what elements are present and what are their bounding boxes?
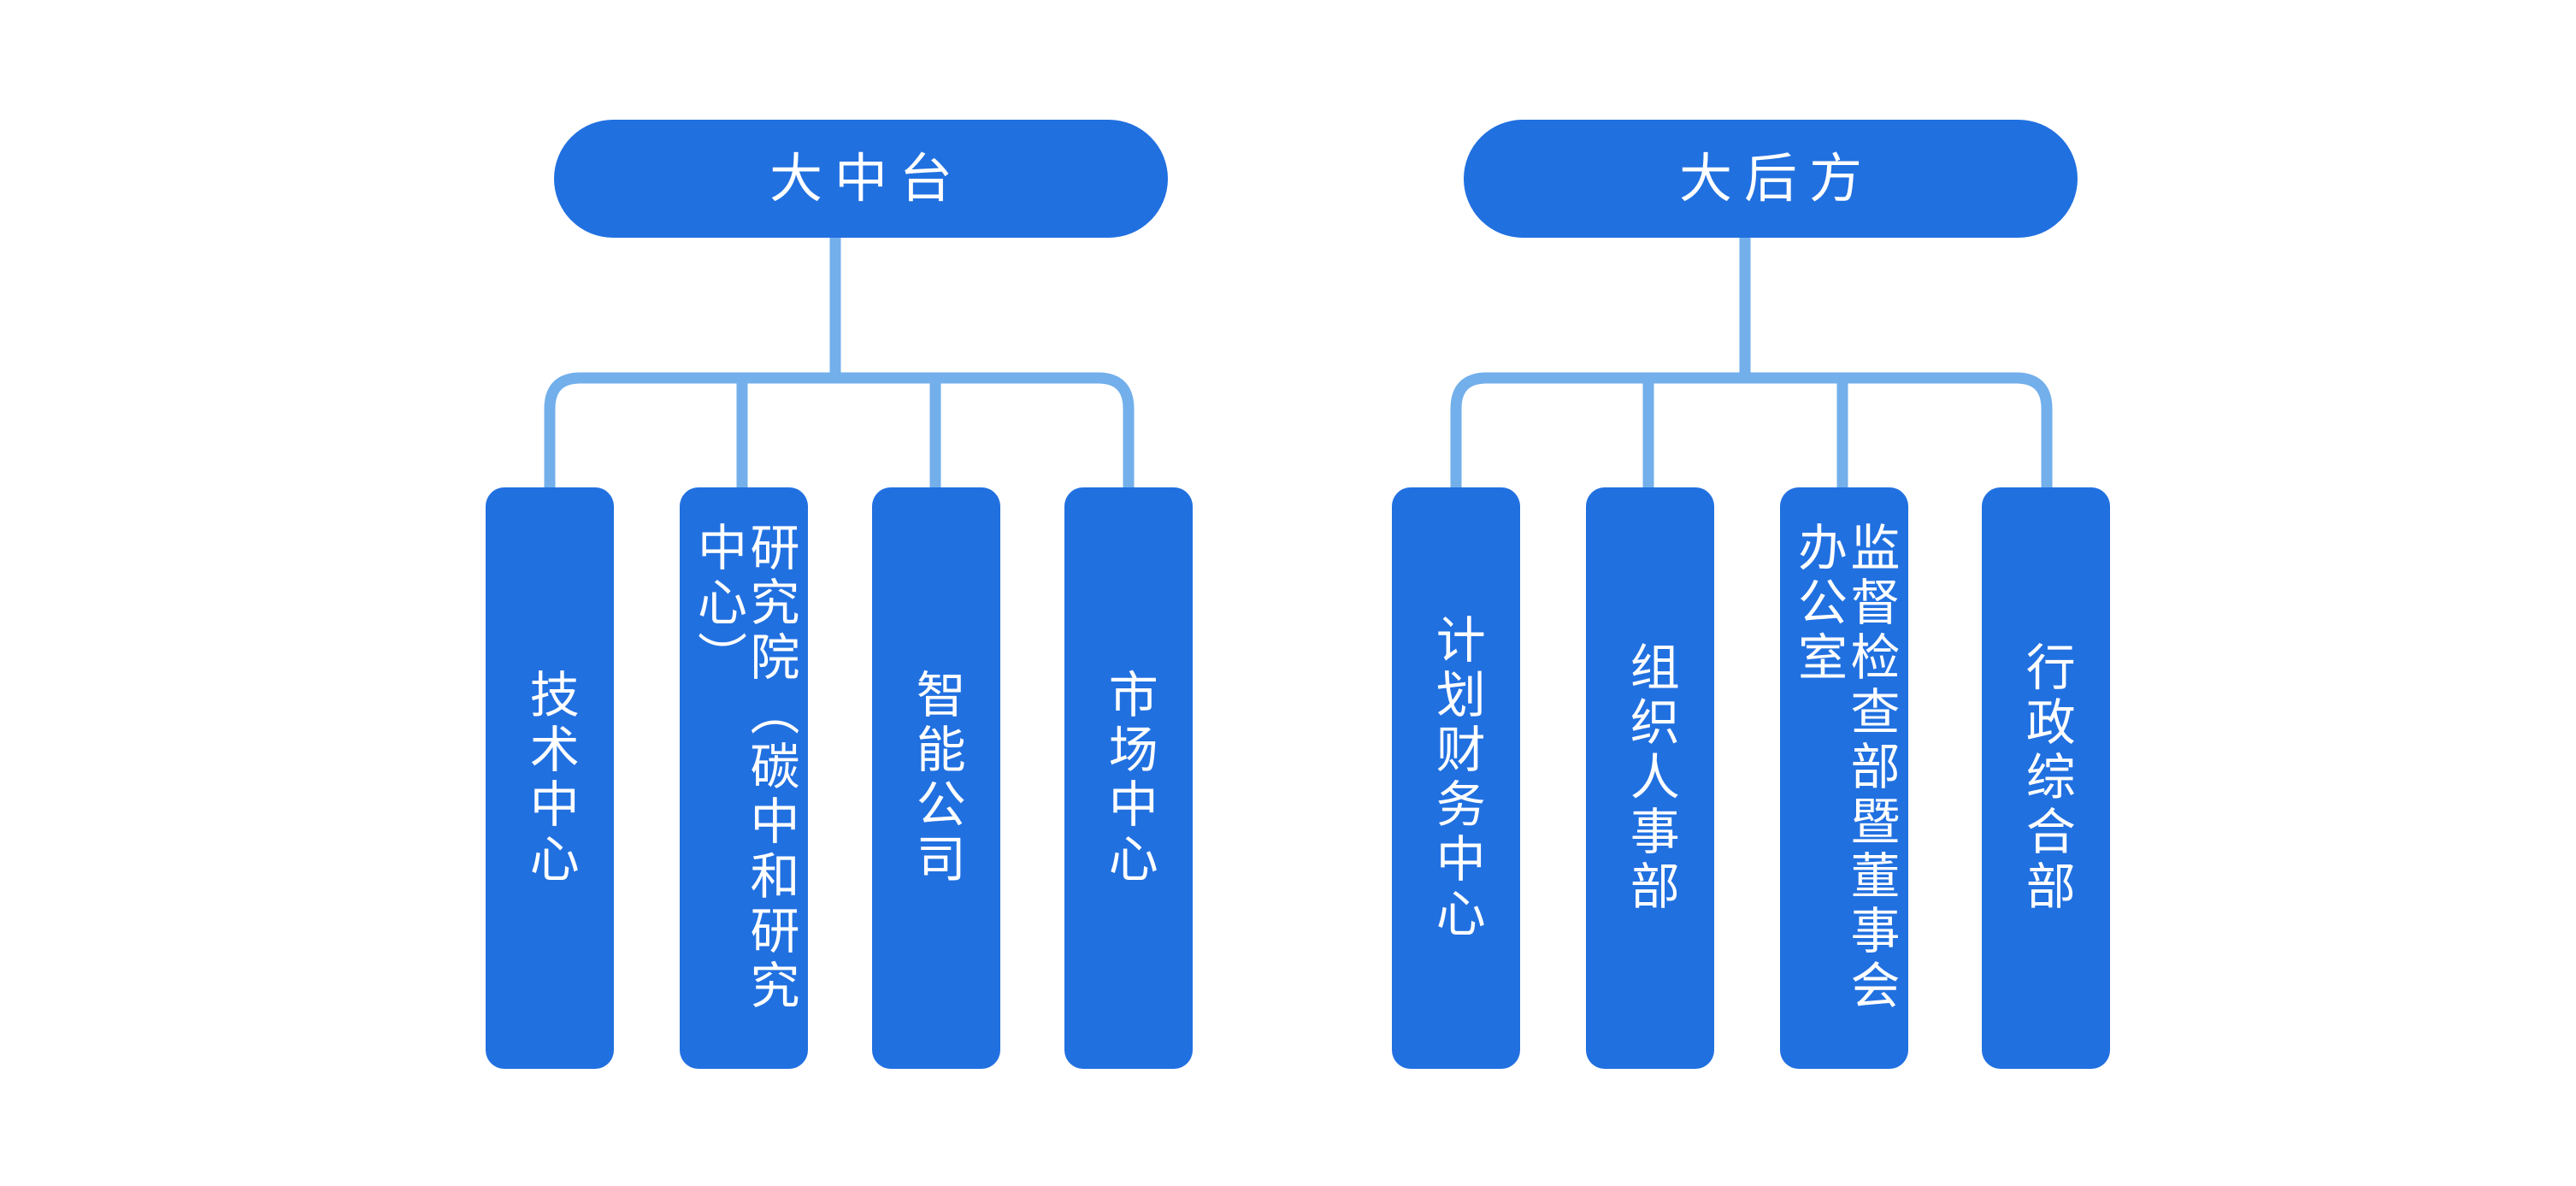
root-node-back-office[interactable]: 大后方 xyxy=(1464,120,2078,238)
leaf-node-organization-personnel-dept[interactable]: 组织人事部 xyxy=(1586,487,1714,1069)
leaf-node-label: 监督检查部暨董事会办公室 xyxy=(1789,522,1901,1014)
leaf-node-label: 智能公司 xyxy=(907,669,966,888)
leaf-node-administration-dept[interactable]: 行政综合部 xyxy=(1982,487,2110,1069)
leaf-node-supervision-inspection-dept[interactable]: 监督检查部暨董事会办公室 xyxy=(1780,487,1908,1069)
bus-line-mid xyxy=(544,372,1135,487)
leaf-node-label: 市场中心 xyxy=(1099,669,1158,888)
leaf-node-research-institute[interactable]: 研究院（碳中和研究中心） xyxy=(680,487,808,1069)
root-node-mid-platform[interactable]: 大中台 xyxy=(554,120,1168,238)
leaf-node-tech-center[interactable]: 技术中心 xyxy=(486,487,614,1069)
bus-line-back xyxy=(1450,372,2053,487)
leaf-node-label: 组织人事部 xyxy=(1621,641,1680,915)
leaf-node-planning-finance-center[interactable]: 计划财务中心 xyxy=(1392,487,1520,1069)
leaf-node-market-center[interactable]: 市场中心 xyxy=(1064,487,1193,1069)
leaf-node-label: 研究院（碳中和研究中心） xyxy=(689,522,800,1014)
root-node-label: 大中台 xyxy=(769,147,964,209)
leaf-node-label: 计划财务中心 xyxy=(1427,614,1486,942)
leaf-node-label: 行政综合部 xyxy=(2017,641,2076,915)
leaf-node-intelligent-company[interactable]: 智能公司 xyxy=(872,487,1000,1069)
leaf-node-label: 技术中心 xyxy=(521,669,580,888)
root-node-label: 大后方 xyxy=(1678,147,1874,209)
